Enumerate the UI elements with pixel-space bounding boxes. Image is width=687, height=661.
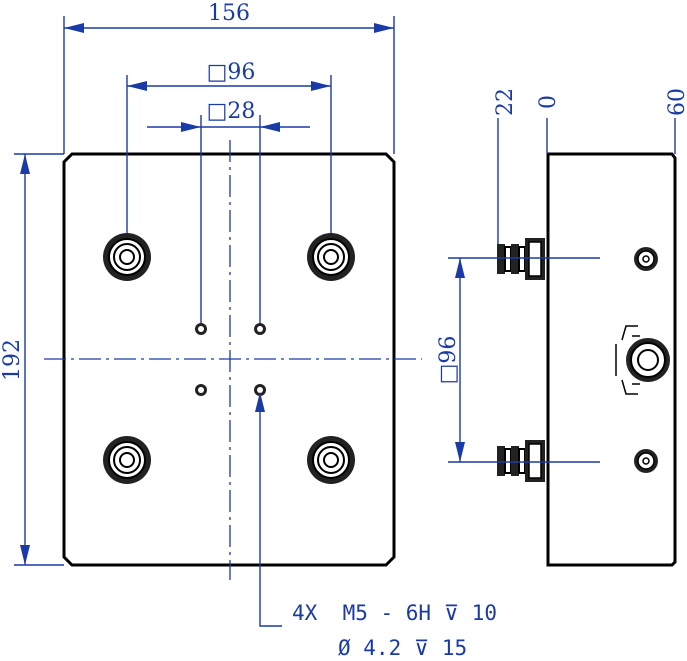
side-view: 22 0 60 □96 xyxy=(436,88,687,567)
counterbore-top-right xyxy=(307,233,355,281)
outer-pattern-arrow-left xyxy=(127,81,147,91)
width-arrow-left xyxy=(64,23,84,33)
counterbore-bottom-left xyxy=(103,436,151,484)
side-pattern-arrow-top xyxy=(455,258,465,278)
fitting-top xyxy=(497,238,545,280)
outer-pattern-dim-label: □96 xyxy=(207,60,256,85)
height-arrow-top xyxy=(20,154,30,174)
front-plate-outline xyxy=(62,152,396,567)
inner-pattern-dim-label: □28 xyxy=(207,99,256,124)
height-dim-label: 192 xyxy=(0,339,25,381)
counterbore-bottom-right xyxy=(307,436,355,484)
thread-note: 4X M5 - 6H ⊽ 10 Ø 4.2 ⊽ 15 xyxy=(292,601,497,660)
width-dim-label: 156 xyxy=(208,1,250,26)
tapped-holes xyxy=(195,323,266,396)
side-pattern-dim-label: □96 xyxy=(436,336,461,385)
thread-note-line1: 4X M5 - 6H ⊽ 10 xyxy=(292,601,497,625)
fitting-bottom xyxy=(497,440,545,482)
center-port-fitting xyxy=(615,325,670,395)
side-body-outline xyxy=(546,152,677,567)
outer-pattern-arrow-right xyxy=(311,81,331,91)
width-arrow-right xyxy=(374,23,394,33)
side-port-bottom xyxy=(634,449,658,473)
note-leader-arrow xyxy=(255,392,265,412)
height-arrow-bottom xyxy=(20,545,30,565)
side-port-top xyxy=(634,247,658,271)
thread-note-line2: Ø 4.2 ⊽ 15 xyxy=(338,636,467,660)
datum-label-0: 0 xyxy=(536,95,561,109)
datum-label-60: 60 xyxy=(665,88,687,116)
datum-label-22: 22 xyxy=(493,88,518,116)
inner-pattern-arrow-left xyxy=(181,122,201,132)
counterbore-top-left xyxy=(103,233,151,281)
side-pattern-arrow-bottom xyxy=(455,442,465,462)
front-view: 156 □96 □28 192 xyxy=(0,1,422,627)
inner-pattern-arrow-right xyxy=(260,122,280,132)
note-leader xyxy=(259,397,282,627)
